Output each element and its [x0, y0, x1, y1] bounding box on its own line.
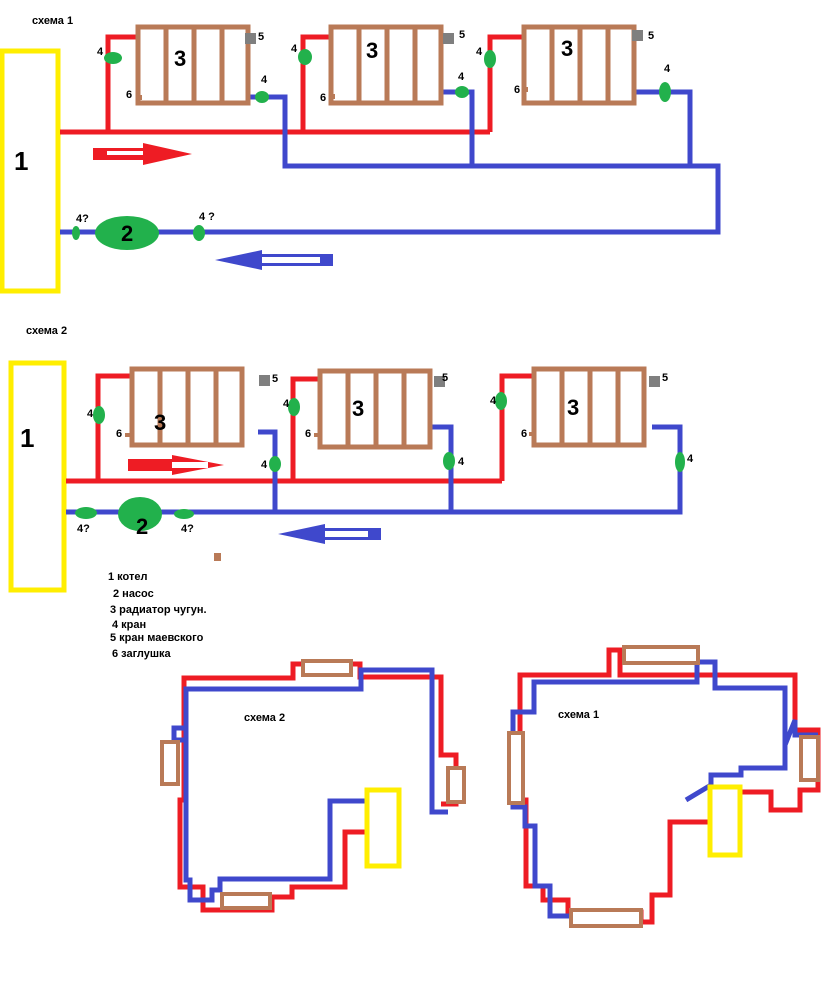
mayevsky-tap	[632, 30, 643, 41]
valve-label: 4?	[181, 523, 194, 535]
valve-label: 4	[664, 63, 671, 75]
valve-label: 4	[87, 408, 94, 420]
plug	[314, 433, 320, 437]
radiator-label: 3	[567, 395, 579, 420]
valve-label: 4	[261, 74, 268, 86]
valve-label: 4	[283, 398, 290, 410]
legend-item: 3 радиатор чугун.	[110, 604, 207, 616]
pump-label: 2	[136, 514, 148, 539]
legend-item: 2 насос	[113, 588, 154, 600]
radiator-label: 3	[174, 46, 186, 71]
radiator	[799, 735, 820, 782]
mayevsky-label: 5	[272, 373, 278, 385]
plug-label: 6	[514, 84, 520, 96]
legend-item: 4 кран	[112, 619, 146, 631]
scheme-1: схема 1 1	[0, 15, 721, 294]
plug	[125, 433, 131, 437]
radiator-label: 3	[366, 38, 378, 63]
legend: 1 котел 2 насос 3 радиатор чугун. 4 кран…	[108, 571, 207, 660]
radiator-2	[320, 371, 430, 447]
supply-pipe	[177, 661, 459, 913]
valve-label: 4	[458, 71, 465, 83]
valve-label: 4	[97, 46, 104, 58]
scheme-2-title: схема 2	[26, 325, 67, 337]
stray-mark	[214, 553, 221, 561]
return-pipes	[60, 89, 721, 235]
boiler	[8, 360, 67, 593]
radiator	[569, 908, 643, 928]
radiator	[507, 731, 525, 805]
mayevsky-label: 5	[442, 372, 448, 384]
pump-label: 2	[121, 221, 133, 246]
radiator-3	[534, 369, 644, 445]
plug-label: 6	[305, 428, 311, 440]
mayevsky-tap	[443, 33, 454, 44]
valve-label: 4	[458, 456, 465, 468]
plug	[529, 432, 535, 436]
mayevsky-tap	[434, 376, 445, 387]
valve-label: 4	[687, 453, 694, 465]
valves	[75, 392, 685, 519]
valve-label: 4?	[76, 213, 89, 225]
return-pipe	[510, 659, 788, 919]
mayevsky-tap	[259, 375, 270, 386]
supply-pipes	[66, 373, 534, 484]
radiator	[220, 892, 272, 910]
plug	[136, 95, 142, 100]
legend-item: 6 заглушка	[112, 648, 172, 660]
floorplan-scheme-1: схема 1	[507, 645, 821, 928]
radiator-1	[132, 369, 242, 445]
supply-pipes	[60, 34, 524, 135]
plug-label: 6	[320, 92, 326, 104]
mayevsky-label: 5	[662, 372, 668, 384]
scheme-2: схема 2 1	[8, 325, 694, 593]
boiler-label: 1	[14, 146, 28, 176]
valve-label: 4	[291, 43, 298, 55]
boiler	[0, 48, 61, 294]
scheme-1-title: схема 1	[32, 15, 73, 27]
radiator-1	[138, 27, 248, 103]
boiler	[707, 784, 743, 858]
floorplan-title: схема 1	[558, 709, 599, 721]
floorplan-scheme-2: схема 2	[160, 659, 466, 913]
legend-item: 1 котел	[108, 571, 147, 583]
valves	[72, 49, 671, 241]
radiator	[622, 645, 700, 665]
valve-label: 4 ?	[199, 211, 215, 223]
radiator	[301, 659, 353, 677]
radiator-label: 3	[352, 396, 364, 421]
supply-pipe	[517, 647, 821, 925]
radiator	[446, 766, 466, 804]
mayevsky-tap	[245, 33, 256, 44]
radiator	[160, 740, 180, 786]
boiler-label: 1	[20, 423, 34, 453]
mayevsky-label: 5	[258, 31, 264, 43]
radiator-label: 3	[561, 36, 573, 61]
radiator-2	[331, 27, 441, 103]
mayevsky-label: 5	[459, 29, 465, 41]
plug	[329, 94, 335, 99]
plug	[522, 87, 528, 92]
return-pipe	[171, 667, 448, 903]
pump	[95, 216, 159, 250]
mayevsky-tap	[649, 376, 660, 387]
valve-label: 4	[476, 46, 483, 58]
mayevsky-label: 5	[648, 30, 654, 42]
boiler	[364, 787, 402, 869]
pump	[118, 497, 162, 531]
plug-label: 6	[126, 89, 132, 101]
floorplan-title: схема 2	[244, 712, 285, 724]
radiator-3	[524, 27, 634, 103]
plug-label: 6	[116, 428, 122, 440]
valve-label: 4	[261, 459, 268, 471]
valve-label: 4	[490, 395, 497, 407]
radiator-label: 3	[154, 410, 166, 435]
plug-label: 6	[521, 428, 527, 440]
valve-label: 4?	[77, 523, 90, 535]
legend-item: 5 кран маевского	[110, 632, 204, 644]
